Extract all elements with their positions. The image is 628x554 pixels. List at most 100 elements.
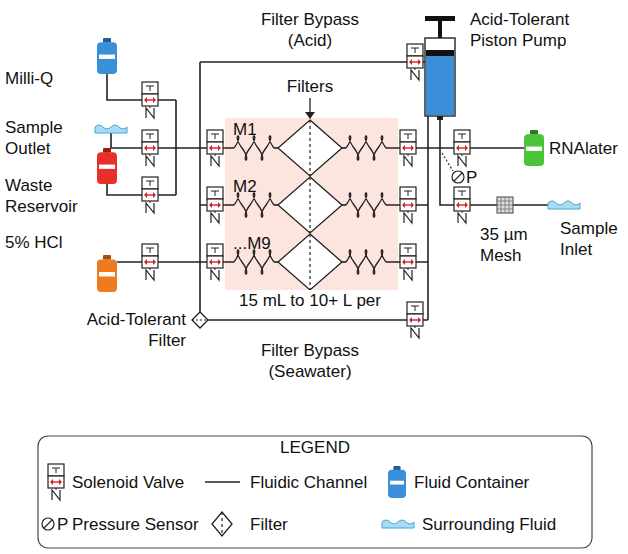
valve-body bbox=[207, 187, 223, 199]
valve-spring bbox=[408, 211, 409, 213]
valve-spring bbox=[150, 154, 151, 156]
piston-pump: Acid-Tolerant Piston Pump bbox=[420, 6, 610, 122]
valve-arrowhead bbox=[456, 145, 459, 151]
valve-body bbox=[407, 302, 423, 314]
valve-mark bbox=[215, 191, 216, 196]
valve-arrowhead bbox=[209, 145, 212, 151]
valve-arrow bbox=[146, 99, 154, 100]
fluidic-channel bbox=[513, 204, 548, 206]
filter-panel bbox=[225, 175, 398, 233]
node-label: M1 bbox=[233, 119, 257, 140]
valve-spring bbox=[215, 154, 216, 156]
valve-spring bbox=[146, 156, 154, 166]
valve-body bbox=[400, 187, 416, 199]
surrounding-fluid bbox=[95, 125, 127, 133]
filters-label: Filters bbox=[287, 76, 333, 97]
bypass-label: Filter Bypass (Acid) bbox=[245, 9, 375, 51]
valve-spring bbox=[211, 213, 219, 223]
filter-panel bbox=[225, 118, 398, 176]
leader-arrow bbox=[309, 98, 310, 113]
mixing-coil bbox=[346, 250, 386, 274]
valve-spring bbox=[458, 213, 466, 223]
node-label: Waste Reservoir bbox=[5, 175, 95, 217]
valve-spring bbox=[146, 270, 154, 280]
node-label: ...M9 bbox=[233, 233, 271, 254]
valve-arrowhead bbox=[218, 145, 221, 151]
fluidic-channel bbox=[440, 120, 497, 205]
fluidic-channel bbox=[342, 204, 346, 206]
sensor-leader bbox=[442, 153, 453, 171]
surrounding-fluid: Sample Outlet bbox=[4, 116, 128, 170]
pump-piston bbox=[426, 50, 454, 56]
fluidic-channel bbox=[200, 204, 234, 206]
fluid-container: Milli-Q bbox=[4, 36, 120, 92]
node-label: Sample Outlet bbox=[5, 117, 85, 159]
pressure-sensor-symbol bbox=[452, 171, 464, 183]
filter-symbol bbox=[278, 177, 342, 233]
node-label: Milli-Q bbox=[5, 68, 53, 89]
valve-mark bbox=[56, 468, 57, 473]
valve-spring bbox=[462, 211, 463, 213]
bottle-label-band bbox=[99, 165, 115, 169]
valve-body bbox=[142, 94, 158, 106]
valve-body bbox=[207, 256, 223, 268]
valve-body bbox=[207, 244, 223, 256]
valve-spring bbox=[146, 203, 154, 213]
valve-body bbox=[48, 476, 64, 488]
valve-arrowhead bbox=[409, 317, 412, 323]
valve-mark bbox=[150, 181, 151, 186]
legend-entry: Pressure Sensor bbox=[72, 514, 199, 535]
valve-arrowhead bbox=[209, 202, 212, 208]
mixing-coil bbox=[346, 193, 386, 217]
valve-arrow bbox=[52, 481, 60, 482]
pump-handle bbox=[425, 16, 455, 21]
pump-barrel bbox=[425, 38, 455, 116]
filter-panel bbox=[225, 232, 398, 290]
valve-arrowhead bbox=[411, 145, 414, 151]
valve-spring bbox=[411, 328, 419, 338]
valve-arrowhead bbox=[144, 192, 147, 198]
fluidic-channel bbox=[342, 147, 346, 149]
valve-arrowhead bbox=[402, 259, 405, 265]
pressure-sensor-slash bbox=[44, 520, 52, 528]
valve-spring bbox=[146, 108, 154, 118]
bottle-body bbox=[97, 42, 117, 74]
valve-arrow bbox=[211, 204, 219, 205]
valve-arrow bbox=[146, 194, 154, 195]
valve-spring bbox=[411, 70, 419, 80]
valve-spring bbox=[150, 106, 151, 108]
bottle-cap bbox=[103, 38, 111, 43]
valve-mark bbox=[462, 134, 463, 139]
valve-mark bbox=[150, 86, 151, 91]
valve-arrowhead bbox=[153, 145, 156, 151]
filter-symbol bbox=[212, 512, 232, 536]
filter-symbol bbox=[278, 234, 342, 290]
valve-body bbox=[400, 199, 416, 211]
valve-arrowhead bbox=[144, 97, 147, 103]
valve-arrowhead bbox=[153, 259, 156, 265]
valve-body bbox=[400, 244, 416, 256]
node-label: P bbox=[466, 167, 477, 188]
legend-entry: Fluidic Channel bbox=[250, 472, 367, 493]
valve-arrow bbox=[146, 261, 154, 262]
fluidic-channel bbox=[386, 147, 428, 149]
bottle-cap bbox=[103, 255, 111, 260]
valve-arrow bbox=[404, 147, 412, 148]
node-label: RNAlater bbox=[549, 138, 618, 159]
valve-spring bbox=[150, 201, 151, 203]
valve-arrow bbox=[404, 261, 412, 262]
valve-arrowhead bbox=[456, 202, 459, 208]
valve-arrow bbox=[411, 319, 419, 320]
valve-mark bbox=[150, 248, 151, 253]
mixing-coil bbox=[234, 250, 274, 274]
valve-arrowhead bbox=[218, 259, 221, 265]
valve-body bbox=[207, 130, 223, 142]
volume-label: 15 mL to 10+ L per bbox=[239, 290, 381, 311]
bottle-label-band bbox=[99, 272, 115, 276]
valve-arrowhead bbox=[409, 59, 412, 65]
valve-arrowhead bbox=[411, 259, 414, 265]
acid-filter: Acid-Tolerant Filter bbox=[74, 306, 210, 364]
valve-body bbox=[207, 142, 223, 154]
mesh-symbol bbox=[497, 197, 513, 213]
valve-body bbox=[454, 187, 470, 199]
